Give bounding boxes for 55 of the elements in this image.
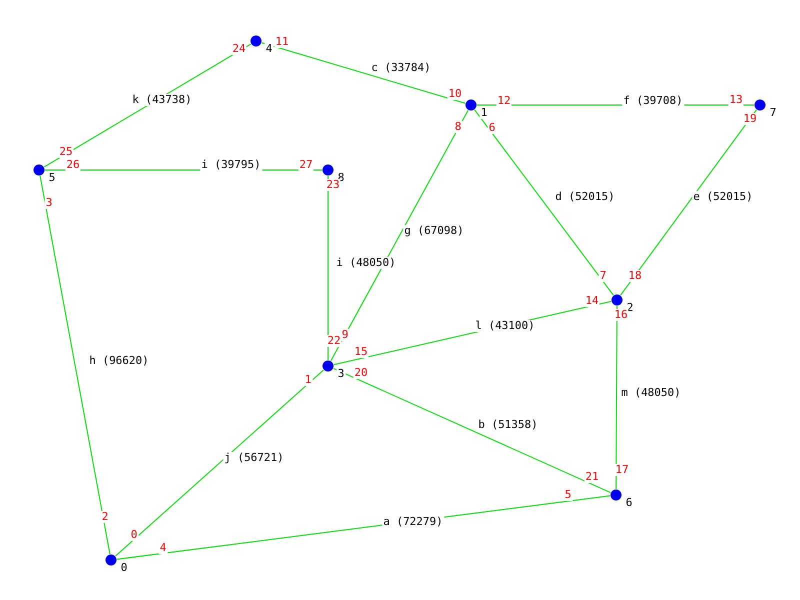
vertex-number: 5 bbox=[48, 172, 56, 184]
connector-line bbox=[474, 109, 614, 296]
connector-line bbox=[40, 175, 110, 555]
half-edge-index: 25 bbox=[58, 146, 74, 158]
half-edge-index: 22 bbox=[326, 335, 342, 347]
edge-label: f (39708) bbox=[622, 95, 684, 107]
half-edge-index: 7 bbox=[598, 270, 608, 282]
half-edge-index: 12 bbox=[496, 95, 512, 107]
connector-line bbox=[261, 42, 466, 104]
vertex-number: 7 bbox=[768, 107, 778, 119]
half-edge-index: 0 bbox=[130, 529, 138, 541]
half-edge-index: 10 bbox=[447, 88, 463, 100]
half-edge-index: 1 bbox=[304, 374, 312, 386]
half-edge-index: 6 bbox=[488, 122, 496, 134]
vertex-number: 3 bbox=[336, 368, 346, 380]
edge-label: i (39795) bbox=[200, 159, 262, 171]
half-edge-index: 24 bbox=[231, 43, 247, 55]
half-edge-index: 9 bbox=[340, 329, 350, 341]
vertex-dot bbox=[610, 489, 622, 501]
vertex-number: 1 bbox=[480, 107, 488, 119]
half-edge-index: 5 bbox=[564, 489, 572, 501]
vertex-dot bbox=[611, 294, 623, 306]
half-edge-index: 13 bbox=[728, 94, 744, 106]
edge-label: a (72279) bbox=[382, 516, 444, 528]
vertex-dot bbox=[250, 35, 262, 47]
half-edge-index: 18 bbox=[627, 270, 643, 282]
connector-line bbox=[332, 368, 612, 494]
half-edge-index: 16 bbox=[613, 309, 629, 321]
half-edge-index: 17 bbox=[614, 464, 630, 476]
half-edge-index: 11 bbox=[274, 36, 290, 48]
half-edge-index: 20 bbox=[353, 367, 369, 379]
vertex-number: 4 bbox=[264, 43, 274, 55]
half-edge-index: 19 bbox=[742, 113, 758, 125]
vertex-number: 6 bbox=[624, 497, 634, 509]
half-edge-index: 27 bbox=[298, 159, 314, 171]
vertex-dot bbox=[754, 99, 766, 111]
half-edge-index: 26 bbox=[65, 159, 81, 171]
half-edge-index: 4 bbox=[158, 542, 168, 554]
vertex-dot bbox=[322, 360, 334, 372]
connector-line bbox=[616, 306, 618, 490]
vertex-dot bbox=[322, 164, 334, 176]
vertex-dot bbox=[105, 554, 117, 566]
half-edge-index: 3 bbox=[44, 197, 54, 209]
vertex-dot bbox=[33, 164, 45, 176]
connector-line bbox=[620, 109, 757, 296]
vertex-dot bbox=[465, 99, 477, 111]
half-edge-index: 15 bbox=[353, 346, 369, 358]
connector-line bbox=[330, 110, 469, 362]
half-edge-index: 23 bbox=[325, 179, 341, 191]
connector-line bbox=[114, 370, 324, 556]
half-edge-index: 14 bbox=[584, 295, 600, 307]
half-edge-index: 21 bbox=[584, 471, 600, 483]
vertex-number: 0 bbox=[120, 562, 128, 574]
half-edge-index: 2 bbox=[100, 511, 110, 523]
half-edge-index: 8 bbox=[454, 121, 462, 133]
